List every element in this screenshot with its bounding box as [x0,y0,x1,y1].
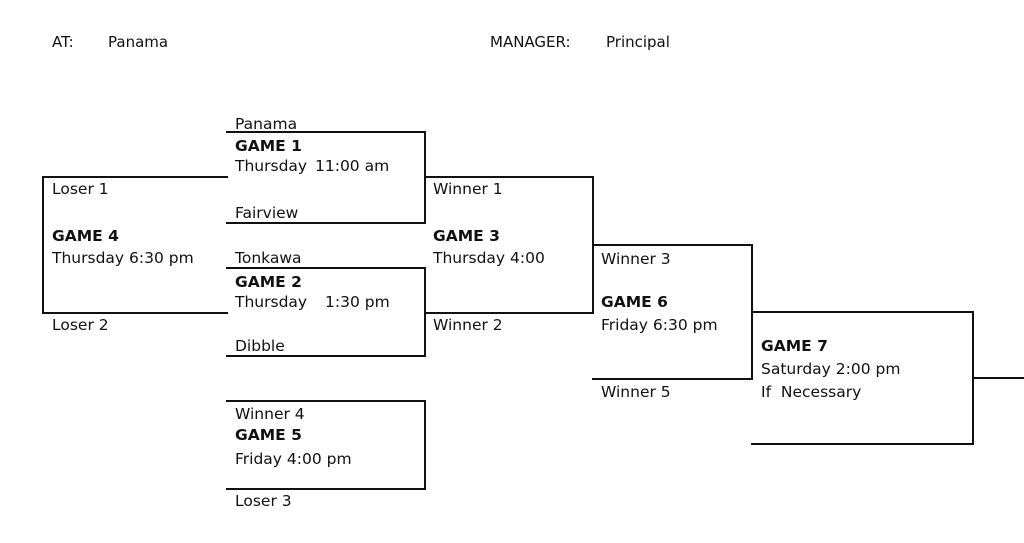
game7-title: GAME 7 [761,337,828,355]
game7-schedule: Saturday 2:00 pm [761,360,901,378]
game2-bottom-team: Dibble [235,337,285,355]
game2-bottom-line [226,355,426,357]
game6-top-line [592,244,753,246]
game3-bottom-line [424,312,594,314]
game3-top-line [424,176,594,178]
game4-bottom-team: Loser 2 [52,316,109,334]
game5-top-line [226,400,426,402]
game3-title: GAME 3 [433,227,500,245]
game2-title: GAME 2 [235,273,302,291]
game5-side-line [424,400,426,490]
game3-bottom-team: Winner 2 [433,316,503,334]
game6-title: GAME 6 [601,293,668,311]
game3-top-team: Winner 1 [433,180,503,198]
manager-value: Principal [606,33,670,51]
game2-time: 1:30 pm [325,293,390,311]
game5-bottom-team: Loser 3 [235,492,292,510]
game1-bottom-line [226,222,426,224]
game2-day: Thursday [235,293,308,311]
game7-note: If Necessary [761,383,862,401]
at-label: AT: [52,33,74,51]
manager-label: MANAGER: [490,33,571,51]
game5-schedule: Friday 4:00 pm [235,450,352,468]
game4-top-line [42,176,228,178]
game4-bottom-line [42,312,228,314]
champion-line [972,377,1024,379]
game4-side-line [42,176,44,314]
game1-top-line [226,131,426,133]
game3-schedule: Thursday 4:00 [433,249,545,267]
game6-top-team: Winner 3 [601,250,671,268]
game2-top-line [226,267,426,269]
game4-title: GAME 4 [52,227,119,245]
game5-bottom-line [226,488,426,490]
game1-title: GAME 1 [235,137,302,155]
game5-top-team: Winner 4 [235,405,305,423]
game6-bottom-line [592,378,753,380]
game7-top-line [751,311,974,313]
game7-bottom-line [751,443,974,445]
game1-day: Thursday [235,157,308,175]
game1-bottom-team: Fairview [235,204,299,222]
game1-time: 11:00 am [315,157,390,175]
game6-bottom-team: Winner 5 [601,383,671,401]
location-value: Panama [108,33,169,51]
game4-top-team: Loser 1 [52,180,109,198]
game4-schedule: Thursday 6:30 pm [52,249,194,267]
game5-title: GAME 5 [235,426,302,444]
game2-top-team: Tonkawa [235,249,302,267]
game1-top-team: Panama [235,115,298,133]
game6-schedule: Friday 6:30 pm [601,316,718,334]
